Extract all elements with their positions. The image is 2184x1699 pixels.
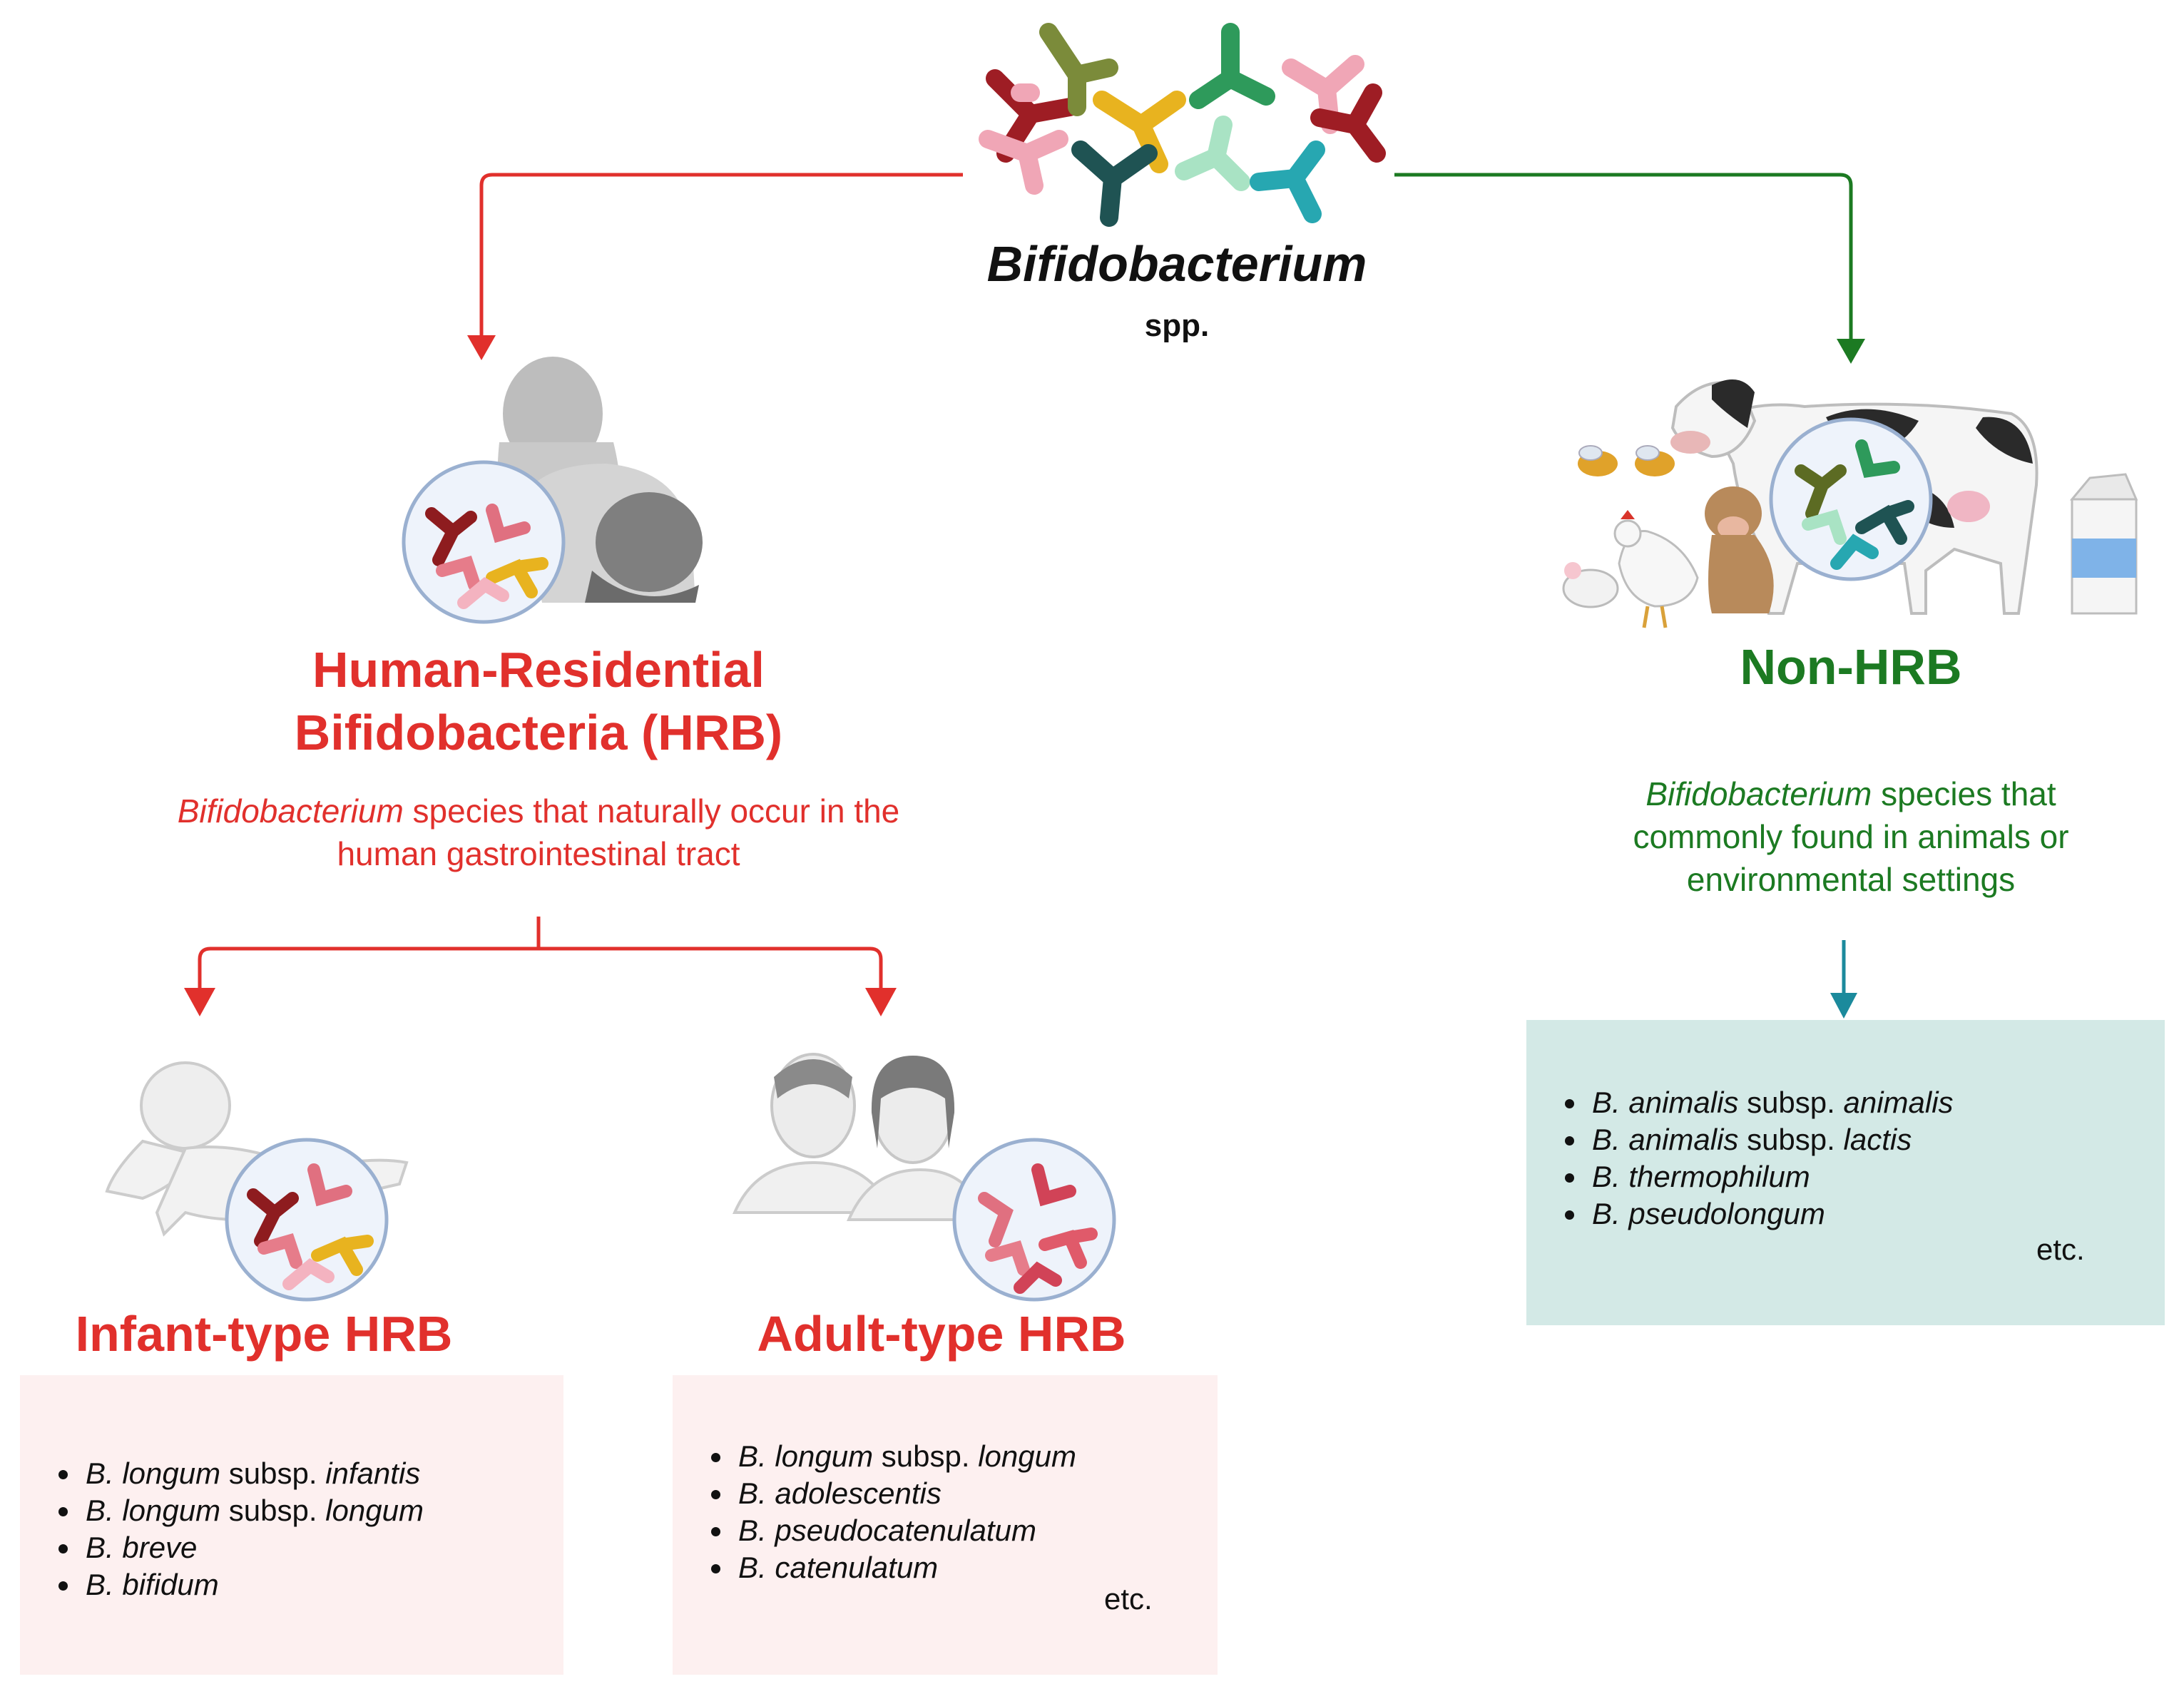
nonhrb-etc-label: etc. <box>2036 1233 2085 1266</box>
arrow-nonhrb-down <box>1830 940 1857 1019</box>
root-spp-label: spp. <box>1144 308 1210 343</box>
adult-bacteria-badge <box>952 1138 1116 1302</box>
infant-title: Infant-type HRB <box>75 1306 453 1362</box>
monkey-icon <box>1705 486 1774 613</box>
milk-carton-icon <box>2069 473 2138 615</box>
hrb-title: Human-Residential Bifidobacteria (HRB) <box>294 642 783 760</box>
list-item: B. longum subsp. longum <box>81 1492 563 1529</box>
infant-species-box: B. longum subsp. infantis B. longum subs… <box>20 1375 563 1675</box>
list-item: B. pseudocatenulatum <box>734 1512 1218 1549</box>
list-item: B. pseudolongum <box>1588 1195 2165 1233</box>
nonhrb-title: Non-HRB <box>1740 639 1962 695</box>
arrow-root-to-nonhrb <box>1394 173 1865 364</box>
list-item: B. catenulatum <box>734 1549 1218 1586</box>
list-item: B. longum subsp. infantis <box>81 1455 563 1492</box>
infant-bacteria-badge <box>225 1138 389 1302</box>
list-item: B. breve <box>81 1529 563 1566</box>
hrb-bacteria-badge <box>402 460 566 624</box>
adult-title: Adult-type HRB <box>757 1306 1126 1362</box>
chicken-icon <box>1613 510 1699 628</box>
nonhrb-bacteria-badge <box>1769 417 1933 581</box>
list-item: B. longum subsp. longum <box>734 1438 1218 1475</box>
infant-species-list: B. longum subsp. infantis B. longum subs… <box>20 1455 563 1603</box>
nonhrb-species-box: B. animalis subsp. animalis B. animalis … <box>1526 1020 2165 1325</box>
list-item: B. animalis subsp. animalis <box>1588 1084 2165 1121</box>
list-item: B. adolescentis <box>734 1475 1218 1512</box>
list-item: B. bifidum <box>81 1566 563 1603</box>
list-item: B. animalis subsp. lactis <box>1588 1121 2165 1158</box>
list-item: B. thermophilum <box>1588 1158 2165 1195</box>
nonhrb-species-list: B. animalis subsp. animalis B. animalis … <box>1526 1084 2165 1233</box>
bee-icon <box>1578 445 1675 476</box>
hrb-description: Bifidobacterium species that naturally o… <box>177 792 900 872</box>
mouse-icon <box>1562 562 1619 608</box>
adult-species-list: B. longum subsp. longum B. adolescentis … <box>673 1438 1218 1586</box>
nonhrb-description: Bifidobacterium species that commonly fo… <box>1633 775 2069 898</box>
arrow-hrb-split <box>184 917 897 1016</box>
root-genus-label: Bifidobacterium <box>986 236 1367 292</box>
adult-etc-label: etc. <box>1104 1582 1153 1616</box>
adult-species-box: B. longum subsp. longum B. adolescentis … <box>673 1375 1218 1675</box>
arrow-root-to-hrb <box>467 173 963 360</box>
